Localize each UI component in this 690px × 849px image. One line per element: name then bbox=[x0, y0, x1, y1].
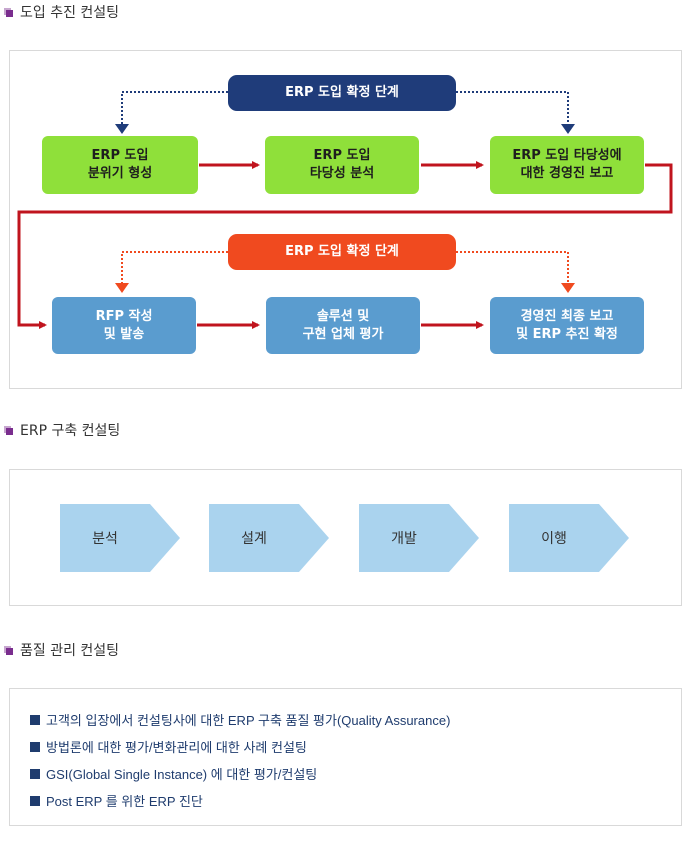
bullet-square-icon bbox=[4, 645, 13, 655]
list-item-text: Post ERP 를 위한 ERP 진단 bbox=[46, 794, 203, 809]
flow-arrows bbox=[17, 161, 673, 329]
section-title-quality-text: 품질 관리 컨설팅 bbox=[20, 643, 120, 659]
step-label: 분석 bbox=[92, 531, 118, 547]
list-item-text: 고객의 입장에서 컨설팅사에 대한 ERP 구축 품질 평가(Quality A… bbox=[46, 713, 451, 728]
list-item-text: GSI(Global Single Instance) 에 대한 평가/컨설팅 bbox=[46, 767, 318, 782]
box-line: RFP 작성 bbox=[95, 308, 153, 324]
box-line: ERP 도입 타당성에 bbox=[512, 148, 622, 163]
section-title-build: ERP 구축 컨설팅 bbox=[4, 420, 120, 440]
stage-label-text: ERP 도입 확정 단계 bbox=[285, 85, 399, 100]
stage-label-navy: ERP 도입 확정 단계 bbox=[228, 75, 456, 111]
box-line: 타당성 분석 bbox=[309, 166, 375, 181]
list-item: 고객의 입장에서 컨설팅사에 대한 ERP 구축 품질 평가(Quality A… bbox=[30, 706, 450, 733]
step-label: 설계 bbox=[241, 531, 267, 547]
box-line: 구현 업체 평가 bbox=[302, 326, 384, 342]
stage2-dotted-connector bbox=[121, 251, 569, 283]
down-arrow-icon bbox=[115, 124, 129, 134]
section-title-quality: 품질 관리 컨설팅 bbox=[4, 640, 119, 660]
square-bullet-icon bbox=[30, 714, 40, 725]
section-title-build-text: ERP 구축 컨설팅 bbox=[20, 423, 121, 439]
quality-panel bbox=[9, 688, 682, 826]
list-item: Post ERP 를 위한 ERP 진단 bbox=[30, 787, 450, 814]
box-line: 대한 경영진 보고 bbox=[520, 166, 614, 181]
box-line: 분위기 형성 bbox=[87, 166, 153, 181]
box-line: 및 발송 bbox=[103, 326, 145, 342]
square-bullet-icon bbox=[30, 768, 40, 779]
stage-label-red: ERP 도입 확정 단계 bbox=[228, 234, 456, 270]
box-line: 및 ERP 추진 확정 bbox=[516, 326, 618, 342]
down-arrow-icon bbox=[561, 283, 575, 293]
box-line: ERP 도입 bbox=[91, 148, 149, 163]
list-item: GSI(Global Single Instance) 에 대한 평가/컨설팅 bbox=[30, 760, 450, 787]
bullet-square-icon bbox=[4, 425, 13, 435]
box-line: ERP 도입 bbox=[313, 148, 371, 163]
box-line: 솔루션 및 bbox=[316, 308, 370, 324]
stage-label-text: ERP 도입 확정 단계 bbox=[285, 244, 399, 259]
section-title-intro: 도입 추진 컨설팅 bbox=[4, 2, 119, 22]
list-item-text: 방법론에 대한 평가/변화관리에 대한 사례 컨설팅 bbox=[46, 740, 307, 755]
down-arrow-icon bbox=[115, 283, 129, 293]
stage1-dotted-connector bbox=[121, 91, 569, 124]
step-label: 개발 bbox=[391, 531, 417, 547]
quality-list: 고객의 입장에서 컨설팅사에 대한 ERP 구축 품질 평가(Quality A… bbox=[30, 706, 450, 814]
list-item: 방법론에 대한 평가/변화관리에 대한 사례 컨설팅 bbox=[30, 733, 450, 760]
down-arrow-icon bbox=[561, 124, 575, 134]
step-label: 이행 bbox=[541, 531, 567, 547]
section-title-intro-text: 도입 추진 컨설팅 bbox=[20, 5, 120, 21]
bullet-square-icon bbox=[4, 7, 13, 17]
box-line: 경영진 최종 보고 bbox=[520, 308, 614, 324]
square-bullet-icon bbox=[30, 795, 40, 806]
square-bullet-icon bbox=[30, 741, 40, 752]
